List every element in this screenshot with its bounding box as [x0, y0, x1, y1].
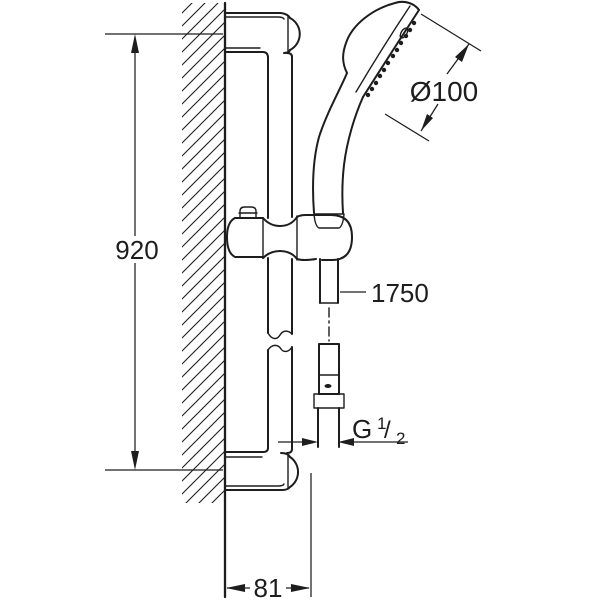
- holder-waist-bottom: [262, 250, 298, 260]
- handle-knurled-cone: [313, 213, 345, 229]
- holder-lock-knob: [239, 206, 257, 219]
- head-diameter-label: Ø100: [410, 76, 479, 107]
- rail-height-label: 920: [115, 235, 158, 265]
- thread-denominator: 2: [396, 429, 405, 448]
- wall-section: [182, 1, 227, 599]
- holder-right-lobe: [296, 214, 353, 261]
- dimension-rail-height: 920: [105, 33, 223, 471]
- slider-holder: [226, 206, 353, 261]
- hand-shower: [312, 0, 420, 229]
- arrow-upper-right: [455, 44, 469, 62]
- thread-slash: /: [384, 417, 391, 444]
- shower-face-inner-line: [355, 5, 411, 93]
- handle-right-edge: [341, 96, 364, 214]
- thread-numerator: 1: [377, 414, 386, 433]
- wall-hatching: [182, 3, 225, 503]
- arrow-lower-left: [421, 114, 433, 131]
- hose-length-label: 1750: [371, 278, 429, 308]
- bracket-depth-label: 81: [254, 573, 283, 600]
- shower-hose: [313, 258, 345, 448]
- shower-rail: [267, 55, 293, 450]
- dimension-hose-length: 1750: [340, 278, 429, 308]
- dimension-head-diameter: Ø100: [384, 13, 482, 142]
- extension-line-lower: [384, 113, 430, 142]
- rail-break-lower: [267, 344, 293, 353]
- hand-shower-body-outline: [312, 0, 420, 214]
- top-bracket-end-cap: [289, 17, 301, 51]
- arrow-left: [226, 584, 245, 592]
- hose-knurled-nut: [313, 393, 345, 409]
- arrow-down: [131, 451, 139, 470]
- arrow-up: [131, 34, 139, 53]
- top-bracket: [224, 12, 301, 59]
- arrow-right: [302, 438, 318, 446]
- extension-line-upper: [420, 13, 482, 52]
- dimension-thread: G 1 / 2: [278, 414, 408, 448]
- holder-waist-top: [262, 216, 298, 227]
- arrow-left: [338, 438, 354, 446]
- rail-break-upper: [267, 330, 293, 340]
- dimension-bracket-depth: 81: [226, 473, 312, 600]
- arrow-right: [291, 584, 310, 592]
- spray-nozzle-dots: [365, 20, 417, 98]
- shower-face-rim: [362, 9, 420, 98]
- thread-letter: G: [352, 414, 372, 444]
- bottom-bracket-end-cap: [289, 456, 299, 488]
- bottom-bracket: [224, 447, 299, 491]
